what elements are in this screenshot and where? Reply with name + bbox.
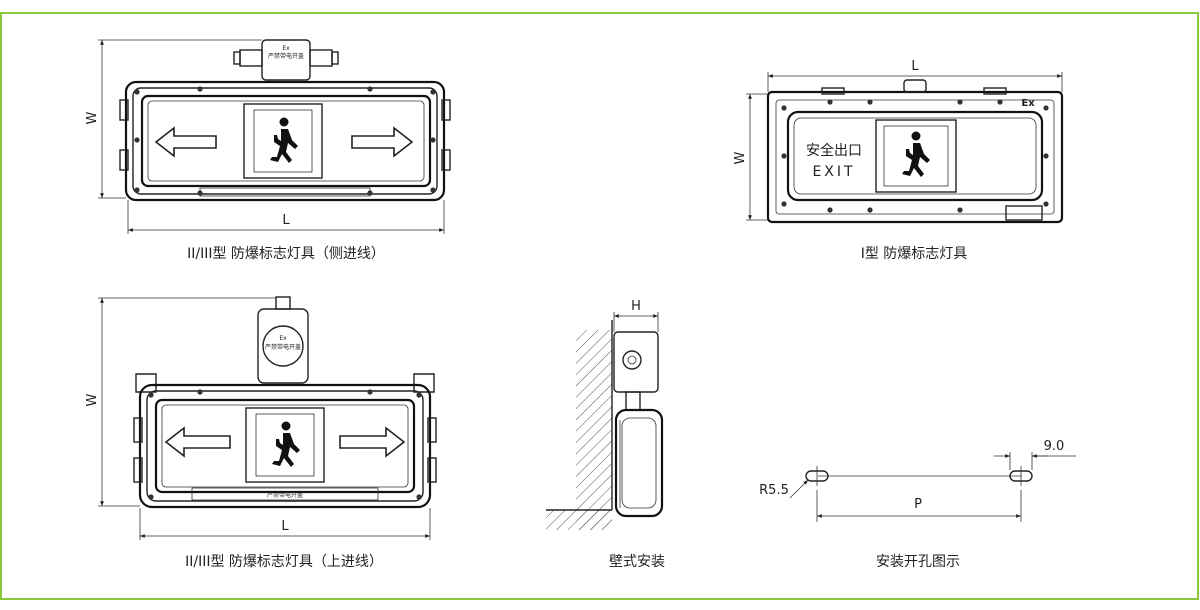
figure3-dim-l: L	[281, 519, 289, 534]
figure3-dim-w: W	[85, 393, 100, 406]
figure3-caption: II/III型 防爆标志灯具（上进线）	[185, 554, 383, 570]
page-frame	[0, 12, 1199, 600]
junction-box-ex: Ex	[282, 45, 290, 52]
junction-box-ex: Ex	[279, 335, 287, 342]
figure5-dim-slot: 9.0	[1044, 439, 1065, 454]
running-man-icon	[270, 117, 298, 163]
figure2-dim-l: L	[911, 59, 919, 74]
figure-side-entry: Ex 严禁带电开盖 W L II/	[85, 39, 451, 262]
running-man-icon	[272, 421, 300, 467]
sign-text-cn: 安全出口	[806, 142, 862, 159]
wall-hatch	[576, 330, 612, 530]
figure1-dim-w: W	[85, 111, 100, 124]
left-arrow-icon	[164, 426, 231, 458]
figure-mounting-holes: 9.0 R5.5 P 安装开孔图示	[759, 439, 1076, 570]
right-arrow-icon	[339, 426, 406, 458]
bottom-strip-label: 严禁带电开盖	[267, 491, 303, 499]
figure5-caption: 安装开孔图示	[876, 554, 960, 570]
sign-text-en: EXIT	[812, 164, 855, 180]
figure-type-i: Ex 安全出口 EXIT L W I型 防爆标志灯具	[733, 59, 1064, 262]
figure5-dim-p: P	[914, 497, 922, 512]
figure-wall-mount: H 壁式安装	[546, 299, 665, 570]
figure-top-entry: Ex 严禁带电开盖 严禁带电开盖 W L II	[85, 296, 437, 570]
figure1-caption: II/III型 防爆标志灯具（侧进线）	[187, 246, 385, 262]
figure4-dim-h: H	[631, 299, 641, 314]
junction-box-label: 严禁带电开盖	[265, 343, 301, 351]
left-arrow-icon	[154, 126, 217, 158]
figure2-dim-w: W	[733, 151, 748, 164]
figure4-caption: 壁式安装	[609, 554, 665, 570]
figure5-dim-r: R5.5	[759, 483, 789, 498]
ex-mark: Ex	[1021, 98, 1035, 109]
figure2-caption: I型 防爆标志灯具	[861, 246, 968, 262]
junction-box: Ex 严禁带电开盖	[257, 296, 309, 384]
junction-box-label: 严禁带电开盖	[268, 52, 304, 60]
right-arrow-icon	[351, 126, 414, 158]
running-man-icon	[902, 131, 930, 177]
figure1-dim-l: L	[282, 213, 290, 228]
junction-box: Ex 严禁带电开盖	[233, 39, 339, 81]
